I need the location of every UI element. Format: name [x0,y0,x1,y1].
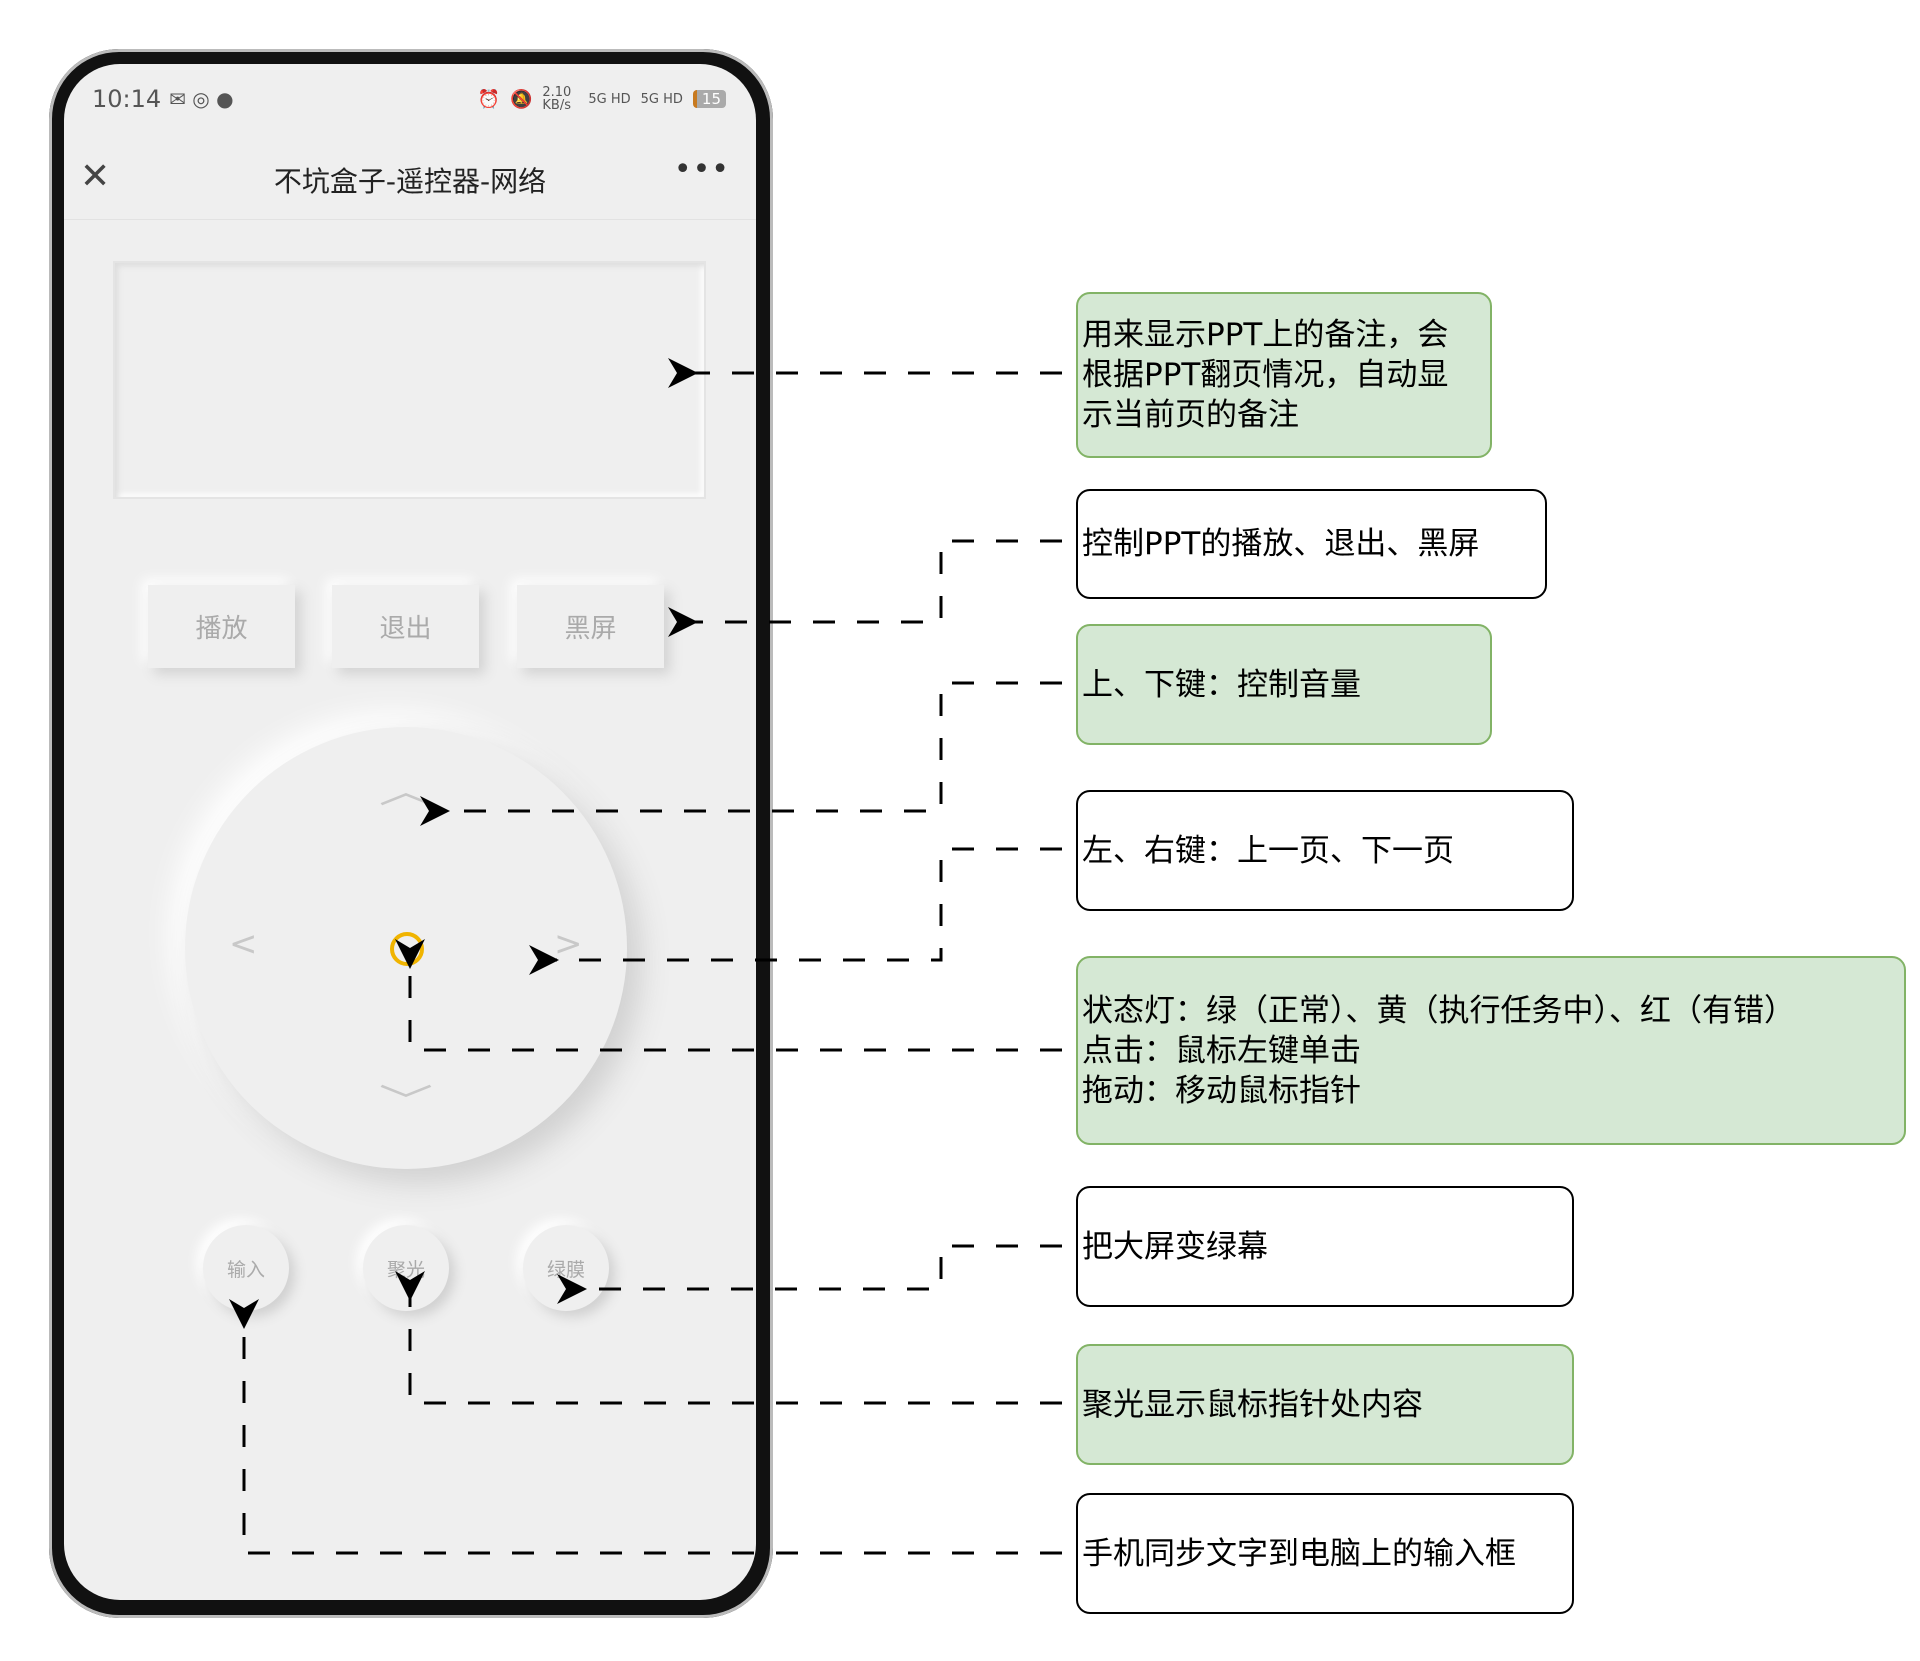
annotation-paging: 左、右键：上一页、下一页 [1076,790,1574,911]
more-menu-icon[interactable]: ••• [673,152,730,187]
title-bar: ✕ 不坑盒子-遥控器-网络 ••• [64,134,756,220]
blackscreen-button[interactable]: 黑屏 [517,585,664,668]
page-title: 不坑盒子-遥控器-网络 [273,165,547,198]
annotation-buttons: 控制PPT的播放、退出、黑屏 [1076,489,1547,599]
network-speed: 2.10 KB/s [542,85,572,113]
annotation-volume: 上、下键：控制音量 [1076,624,1492,745]
annotation-line: 把大屏变绿幕 [1082,1228,1268,1265]
connector-input [229,1299,1062,1555]
left-arrow-button[interactable]: < [229,924,258,964]
signal-2: 5G HD [640,91,683,107]
annotation-line: 根据PPT翻页情况，自动显 [1082,357,1449,393]
input-button[interactable]: 输入 [203,1225,289,1311]
annotation-greenscreen: 把大屏变绿幕 [1076,1186,1574,1307]
annotation-line: 示当前页的备注 [1082,397,1299,433]
connector-spotlight [395,1271,1062,1405]
phone-screen: 10:14 ✉ ◎ ● ⏰ 🔕 2.10 KB/s 5G HD 5G HD 15… [64,64,756,1600]
play-button[interactable]: 播放 [148,585,295,668]
notes-display [113,261,706,499]
signal-1: 5G HD [588,91,631,107]
battery-indicator: 15 [692,90,726,108]
notification-icons: ✉ ◎ ● [169,87,234,111]
annotation-line: 控制PPT的播放、退出、黑屏 [1082,526,1480,562]
connector-leftright [529,847,1062,975]
annotation-input: 手机同步文字到电脑上的输入框 [1076,1493,1574,1614]
connector-buttons [668,539,1062,637]
connector-updown [420,681,1062,826]
close-icon[interactable]: ✕ [80,156,111,197]
connector-greenscreen [557,1244,1062,1304]
annotation-line: 点击：鼠标左键单击 [1082,1032,1361,1069]
annotation-line: 左、右键：上一页、下一页 [1082,832,1454,869]
annotation-line: 上、下键：控制音量 [1082,666,1361,703]
annotation-line: 状态灯：绿（正常）、黄（执行任务中）、红（有错） [1082,992,1795,1029]
status-time: 10:14 [92,85,162,113]
annotation-line: 用来显示PPT上的备注，会 [1082,317,1449,353]
down-arrow-button[interactable]: ﹀ [378,1082,434,1122]
status-bar: 10:14 ✉ ◎ ● ⏰ 🔕 2.10 KB/s 5G HD 5G HD 15 [92,84,726,114]
annotation-line: 手机同步文字到电脑上的输入框 [1082,1535,1516,1572]
annotation-notes: 用来显示PPT上的备注，会 根据PPT翻页情况，自动显 示当前页的备注 [1076,292,1492,458]
annotation-spotlight: 聚光显示鼠标指针处内容 [1076,1344,1574,1465]
annotation-status-light: 状态灯：绿（正常）、黄（执行任务中）、红（有错） 点击：鼠标左键单击 拖动：移动… [1076,956,1906,1145]
connector-light [395,939,1062,1052]
annotation-line: 拖动：移动鼠标指针 [1082,1072,1361,1109]
annotation-line: 聚光显示鼠标指针处内容 [1082,1386,1423,1423]
mute-icon: 🔕 [509,88,533,110]
alarm-icon: ⏰ [477,88,500,110]
exit-button[interactable]: 退出 [332,585,479,668]
